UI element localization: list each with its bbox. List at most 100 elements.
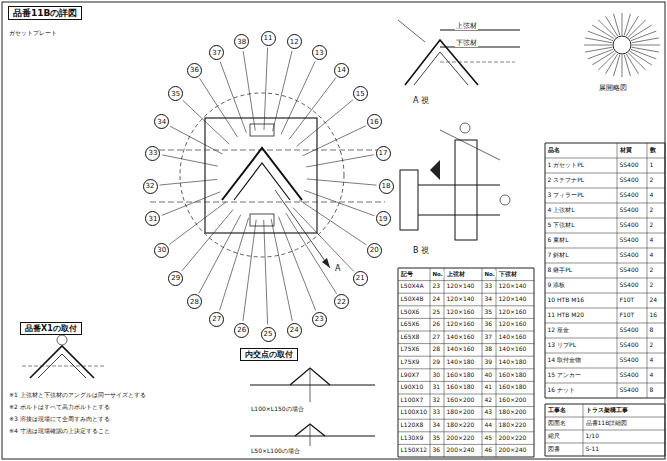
table-cell: SS400	[619, 162, 640, 169]
callout-number: 37	[209, 45, 224, 60]
callout-number: 15	[353, 86, 368, 101]
note-text: ※1 上弦材と下弦材のアングルは同一サイズとする	[8, 392, 147, 399]
table-rule	[398, 444, 534, 445]
table-cell: 14 取付金物	[547, 357, 583, 364]
callout-text: 16	[370, 118, 379, 126]
table-cell: 4 上弦材L	[547, 207, 576, 214]
table-cell: 7 斜材L	[547, 252, 570, 259]
table-rule	[545, 430, 665, 431]
callout-text: 22	[337, 298, 346, 306]
table-rule	[617, 143, 618, 398]
table-rule	[647, 143, 648, 398]
table-cell: SS400	[619, 387, 640, 394]
radial-member	[614, 55, 620, 76]
callout-text: 32	[146, 182, 155, 190]
callout-text: 38	[237, 38, 246, 46]
callout-text: 29	[171, 274, 180, 282]
title-block-cell: 図番	[547, 446, 561, 453]
table-cell: 2	[649, 342, 655, 349]
heading-text: 内交点の取付	[245, 350, 293, 359]
table-cell: 8	[649, 387, 655, 394]
leader-line	[182, 210, 233, 271]
table-cell: 8 継手PL	[547, 267, 574, 274]
callout-number: 17	[376, 146, 391, 161]
radial-member	[606, 16, 618, 36]
case-note: L100×L150の場合	[250, 406, 305, 413]
callout-number: 31	[145, 211, 160, 226]
table-rule	[545, 404, 546, 456]
leader-line	[183, 100, 230, 144]
callout-text: 21	[356, 274, 365, 282]
table-rule	[398, 368, 534, 369]
table-cell: 13 リブPL	[547, 342, 578, 349]
radial-member	[614, 14, 620, 35]
radial-member	[592, 25, 614, 39]
table-cell: 3 フィラーPL	[547, 192, 586, 199]
table-cell: L90X7	[400, 372, 421, 379]
table-rule	[534, 268, 535, 457]
callout-number: 27	[209, 312, 224, 327]
table-cell: 4	[649, 192, 655, 199]
radial-member	[584, 45, 612, 46]
table-cell: 記号	[400, 271, 414, 278]
table-cell: 2	[649, 177, 655, 184]
table-cell: 41	[484, 384, 494, 391]
table-cell: 29	[432, 359, 442, 366]
table-cell: 5 下弦材L	[547, 222, 576, 229]
radial-member	[632, 45, 660, 46]
leader-line	[286, 213, 337, 294]
title-block-cell: 工事名	[547, 407, 567, 414]
table-cell: 32	[432, 397, 442, 404]
callout-number: 22	[334, 294, 349, 309]
table-cell: 2 スチフナPL	[547, 177, 586, 184]
part-name: ガセットプレート	[8, 30, 58, 37]
radial-member	[622, 55, 623, 77]
table-rule	[398, 293, 534, 294]
table-rule	[665, 143, 666, 398]
table-cell: L100X7	[400, 397, 425, 404]
table-cell: 2	[649, 207, 655, 214]
radial-member	[624, 55, 630, 76]
table-rule	[545, 443, 665, 444]
callout-number: 29	[168, 271, 183, 286]
table-cell: L65X8	[400, 334, 421, 341]
table-cell: 140×160	[498, 346, 528, 353]
table-rule	[665, 404, 666, 456]
table-cell: L120X8	[400, 422, 425, 429]
table-cell: 140×160	[446, 334, 476, 341]
callout-number: 11	[261, 31, 276, 46]
table-cell: 上弦材	[446, 271, 466, 278]
table-cell: 15 アンカー	[547, 372, 583, 379]
table-rule	[444, 268, 445, 457]
title-block-cell: トラス架構工事	[585, 407, 629, 414]
table-cell: 140×180	[446, 359, 476, 366]
table-cell: SS400	[619, 207, 640, 214]
table-rule	[398, 343, 534, 344]
callout-text: 37	[212, 49, 221, 57]
leader-line	[304, 190, 374, 215]
hub-ring	[613, 36, 631, 54]
callout-number: 18	[379, 179, 394, 194]
table-cell: 11 HTB M20	[547, 312, 586, 319]
callout-text: 30	[157, 246, 166, 254]
note-text: ※4 寸法は現場確認の上決定すること	[8, 428, 111, 435]
callout-text: 31	[148, 215, 157, 223]
table-rule	[545, 417, 665, 418]
table-cell: SS400	[619, 222, 640, 229]
table-cell: SS400	[619, 282, 640, 289]
table-rule	[398, 356, 534, 357]
table-rule	[398, 406, 534, 407]
table-cell: SS400	[619, 192, 640, 199]
table-cell: 200×220	[498, 435, 528, 442]
table-cell: SS400	[619, 252, 640, 259]
table-cell: 33	[432, 409, 442, 416]
table-cell: 120×160	[498, 309, 528, 316]
table-rule	[398, 419, 534, 420]
radial-member	[632, 38, 659, 43]
table-cell: 120×140	[446, 283, 476, 290]
table-cell: L100X10	[400, 409, 429, 416]
callout-number: 14	[334, 63, 349, 78]
table-cell: 1 ガセットPL	[547, 162, 586, 169]
table-cell: 4	[649, 237, 655, 244]
